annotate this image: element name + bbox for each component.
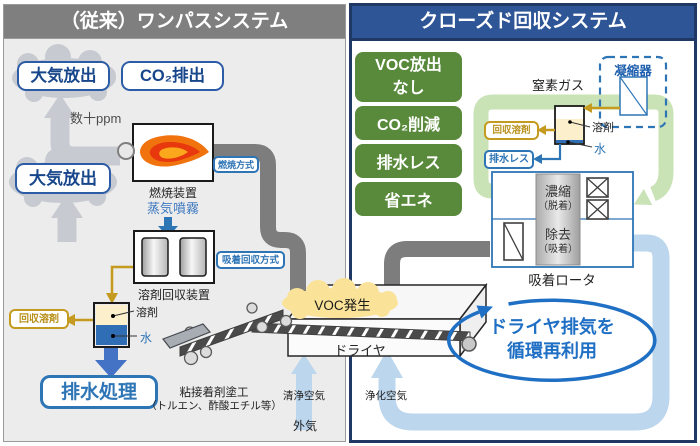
benefit-energy-badge: 省エネ (355, 182, 462, 216)
combustion-method-badge: 燃焼方式 (213, 156, 259, 173)
rotor-removal-label: 除去 (544, 227, 571, 242)
circulation-text-line1: ドライヤ排気を (489, 317, 615, 337)
clean-air-arrow-icon (291, 354, 317, 430)
condenser-label: 凝縮器 (614, 64, 652, 78)
flame-icon (140, 135, 209, 167)
adsorption-rotor-box (491, 171, 634, 268)
rotor-adsorption-label: （吸着） (538, 244, 578, 255)
drainless-badge: 排水レス (484, 150, 534, 169)
separator-tank-right (554, 105, 593, 148)
combustion-device-label: 燃焼装置 (148, 186, 197, 200)
outside-air-label: 外気 (292, 419, 317, 433)
drain-arrow-icon (95, 347, 127, 378)
atmosphere-release-top-badge: 大気放出 (17, 61, 110, 91)
burner-inlet-icon (117, 142, 135, 160)
voc-generation-label: VOC発生 (314, 298, 371, 313)
purified-air-label: 浄化空気 (365, 390, 407, 402)
adsorption-rotor-label: 吸着ロータ (528, 273, 596, 288)
steam-spray-label: 蒸気噴霧 (146, 201, 199, 216)
clean-air-label: 清浄空気 (283, 390, 325, 402)
rotor-concentration-label: 濃縮 (544, 184, 571, 199)
water-left-label: 水 (140, 331, 153, 345)
benefit-voc-badge: VOC放出なし (355, 52, 462, 102)
circulation-text-line2: 循環再利用 (507, 341, 597, 361)
solvent-lines-right (546, 106, 620, 132)
conveyor-belt (162, 302, 477, 366)
exhaust-arrow-mid-icon (51, 194, 83, 242)
dryer-label: ドライヤ (334, 343, 386, 358)
solvent-arrowhead-down-left (106, 293, 118, 304)
ppm-note: 数十ppm (70, 111, 122, 126)
benefit-drainless-badge: 排水レス (355, 144, 462, 178)
condenser-box (598, 55, 668, 129)
solvent-recovery-device-label: 溶剤回収装置 (137, 288, 210, 302)
exhaust-arrow-top-icon (44, 94, 120, 166)
drainless-line (533, 144, 562, 164)
rotor-desorption-label: （脱着） (538, 201, 578, 212)
nitrogen-gas-label: 窒素ガス (531, 78, 584, 93)
steam-spray-arrow-icon (158, 217, 178, 237)
separator-tank-left (93, 302, 137, 348)
dryer-to-combustion-pipe (214, 144, 306, 292)
benefit-co2-badge: CO₂削減 (355, 106, 462, 140)
coater-head-icon (162, 323, 212, 349)
dryer-to-rotor-pipe (384, 241, 490, 292)
heater-icon (503, 222, 524, 261)
circulation-ellipse-arrow (447, 298, 657, 383)
coating-process-label: 粘接着剤塗工 (179, 387, 249, 399)
benefit-voc-text: VOC放出なし (375, 57, 442, 97)
atmosphere-release-mid-badge: 大気放出 (15, 163, 111, 194)
right-panel-header: クローズド回収システム (352, 6, 694, 41)
recovered-solvent-left-badge: 回収溶剤 (9, 309, 69, 329)
water-right-label: 水 (594, 142, 607, 156)
solvent-right-label: 溶剤 (592, 122, 614, 134)
wastewater-treatment-badge: 排水処理 (40, 375, 158, 409)
voc-cloud-icon (282, 278, 398, 319)
purified-air-loop (371, 234, 670, 431)
nitrogen-loop (473, 94, 674, 205)
combustion-device-box (117, 123, 214, 182)
solvent-left-label: 溶剤 (136, 307, 158, 319)
adsorption-recovery-method-badge: 吸着回収方式 (216, 251, 285, 269)
recovered-solvent-right-badge: 回収溶剤 (484, 121, 539, 140)
coating-materials-label: （トルエン、酢酸エチル等） (146, 400, 282, 412)
left-panel-header: （従来）ワンパスシステム (4, 5, 345, 39)
solvent-arrowhead-into-tank-right (583, 103, 592, 113)
solvent-line-left (75, 265, 134, 322)
solvent-arrowhead-into-recovered-left (64, 314, 75, 326)
co2-emission-badge: CO₂排出 (121, 61, 224, 91)
solvent-recovery-device-box (133, 230, 215, 284)
solvent-arrowhead-into-recovered-right (537, 125, 546, 135)
